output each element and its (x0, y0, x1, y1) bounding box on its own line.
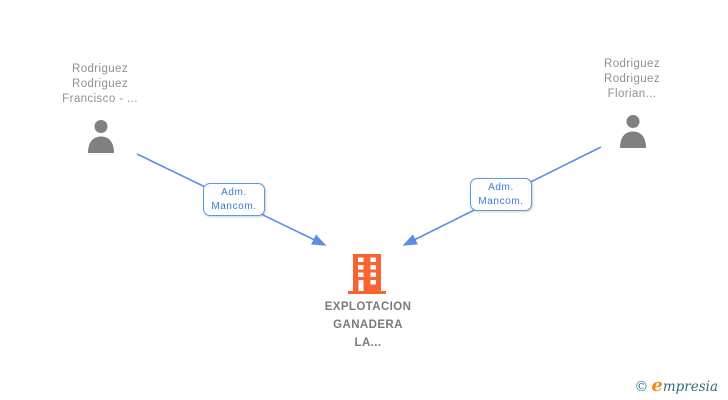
node-person-right[interactable]: Rodriguez Rodriguez Florian... (562, 57, 702, 152)
brand-name-rest: mpresia (662, 379, 718, 395)
edge-label-right: Adm. Mancom. (478, 181, 524, 207)
edge-label-box-left: Adm. Mancom. (203, 183, 265, 216)
node-company[interactable]: EXPLOTACION GANADERA LA... (298, 254, 438, 354)
person-icon (87, 119, 115, 153)
edge-label-left: Adm. Mancom. (211, 186, 257, 212)
node-person-left[interactable]: Rodriguez Rodriguez Francisco - ... (30, 62, 170, 157)
brand-first-letter: e (651, 375, 663, 396)
person-left-label: Rodriguez Rodriguez Francisco - ... (62, 63, 138, 105)
person-right-label: Rodriguez Rodriguez Florian... (603, 58, 661, 100)
empresia-logo[interactable]: ©empresia (634, 375, 718, 396)
company-label: EXPLOTACION GANADERA LA... (324, 301, 412, 349)
building-icon (348, 254, 386, 294)
person-icon (619, 114, 647, 148)
edge-label-box-right: Adm. Mancom. (470, 178, 532, 211)
copyright-icon: © (634, 379, 649, 395)
